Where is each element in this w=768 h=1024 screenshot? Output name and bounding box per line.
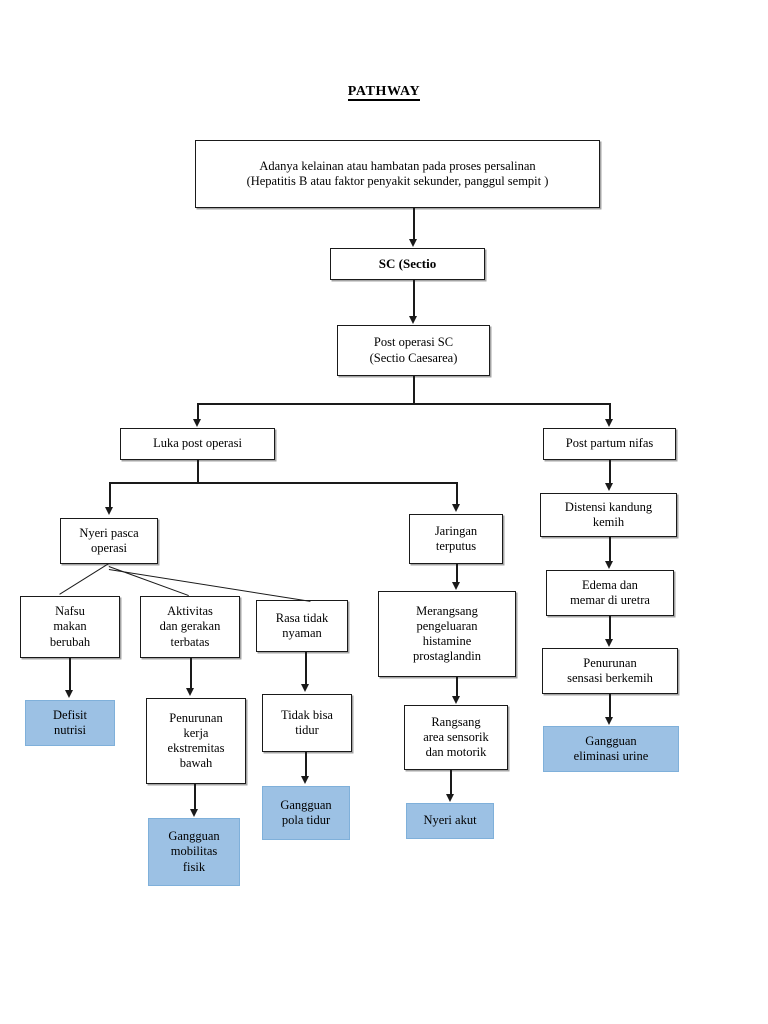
node-post-operasi-sc: Post operasi SC (Sectio Caesarea) xyxy=(337,325,490,376)
node-nyeri-pasca-operasi: Nyeri pasca operasi xyxy=(60,518,158,564)
arrow-merangsang-to-rangsang xyxy=(452,696,460,704)
connector-jaringan-to-merangsang xyxy=(456,564,458,583)
connector-edema-to-sensasi xyxy=(609,616,611,640)
connector-luka-bar xyxy=(109,482,457,484)
arrow-rasa-to-tidak-bisa-tidur xyxy=(301,684,309,692)
connector-postop-left-drop xyxy=(197,403,199,420)
node-jaringan-terputus: Jaringan terputus xyxy=(409,514,503,564)
arrow-rangsang-to-nyeri-akut xyxy=(446,794,454,802)
connector-postop-right-drop xyxy=(609,403,611,420)
node-gangguan-mobilitas-fisik: Gangguan mobilitas fisik xyxy=(148,818,240,886)
node-defisit-nutrisi: Defisit nutrisi xyxy=(25,700,115,746)
connector-luka-right-drop xyxy=(456,482,458,504)
node-aktivitas-gerakan-terbatas: Aktivitas dan gerakan terbatas xyxy=(140,596,240,658)
connector-nafsu-to-defisit xyxy=(69,658,71,691)
connector-distensi-to-edema xyxy=(609,537,611,562)
arrow-to-nyeri-pasca-operasi xyxy=(105,507,113,515)
connector-sensasi-to-eliminasi xyxy=(609,694,611,718)
arrow-to-jaringan-terputus xyxy=(452,504,460,512)
arrow-to-luka-post-operasi xyxy=(193,419,201,427)
connector-root-to-sc xyxy=(413,208,415,240)
node-root: Adanya kelainan atau hambatan pada prose… xyxy=(195,140,600,208)
arrow-aktivitas-to-penurunan-kerja xyxy=(186,688,194,696)
connector-tidur-to-gangguan-pola xyxy=(305,752,307,777)
node-post-partum-nifas: Post partum nifas xyxy=(543,428,676,460)
node-penurunan-sensasi-berkemih: Penurunan sensasi berkemih xyxy=(542,648,678,694)
node-penurunan-kerja-ekstremitas: Penurunan kerja ekstremitas bawah xyxy=(146,698,246,784)
connector-merangsang-to-rangsang xyxy=(456,677,458,697)
node-merangsang-pengeluaran: Merangsang pengeluaran histamine prostag… xyxy=(378,591,516,677)
node-edema-memar-uretra: Edema dan memar di uretra xyxy=(546,570,674,616)
page-title-text: PATHWAY xyxy=(347,84,421,101)
node-rangsang-area-sensorik: Rangsang area sensorik dan motorik xyxy=(404,705,508,770)
connector-postop-stem xyxy=(413,376,415,404)
node-sc: SC (Sectio xyxy=(330,248,485,280)
connector-nyeri-to-nafsu xyxy=(59,562,109,595)
arrow-distensi-to-edema xyxy=(605,561,613,569)
arrow-tidur-to-gangguan-pola xyxy=(301,776,309,784)
arrow-edema-to-sensasi xyxy=(605,639,613,647)
node-nafsu-makan-berubah: Nafsu makan berubah xyxy=(20,596,120,658)
arrow-nafsu-to-defisit xyxy=(65,690,73,698)
node-distensi-kandung-kemih: Distensi kandung kemih xyxy=(540,493,677,537)
connector-postop-bar xyxy=(197,403,610,405)
arrow-jaringan-to-merangsang xyxy=(452,582,460,590)
connector-luka-stem xyxy=(197,460,199,483)
arrow-sc-to-postop xyxy=(409,316,417,324)
arrow-nifas-to-distensi xyxy=(605,483,613,491)
node-tidak-bisa-tidur: Tidak bisa tidur xyxy=(262,694,352,752)
node-luka-post-operasi: Luka post operasi xyxy=(120,428,275,460)
node-rasa-tidak-nyaman: Rasa tidak nyaman xyxy=(256,600,348,652)
connector-penurunan-kerja-to-mobilitas xyxy=(194,784,196,810)
arrow-to-post-partum-nifas xyxy=(605,419,613,427)
arrow-root-to-sc xyxy=(409,239,417,247)
arrow-penurunan-kerja-to-mobilitas xyxy=(190,809,198,817)
arrow-sensasi-to-eliminasi xyxy=(605,717,613,725)
connector-sc-to-postop xyxy=(413,280,415,317)
connector-rangsang-to-nyeri-akut xyxy=(450,770,452,795)
node-nyeri-akut: Nyeri akut xyxy=(406,803,494,839)
connector-aktivitas-to-penurunan-kerja xyxy=(190,658,192,689)
node-gangguan-pola-tidur: Gangguan pola tidur xyxy=(262,786,350,840)
connector-luka-left-drop xyxy=(109,482,111,508)
connector-rasa-to-tidak-bisa-tidur xyxy=(305,652,307,685)
node-gangguan-eliminasi-urine: Gangguan eliminasi urine xyxy=(543,726,679,772)
page-title: PATHWAY xyxy=(0,84,768,101)
connector-nifas-to-distensi xyxy=(609,460,611,484)
